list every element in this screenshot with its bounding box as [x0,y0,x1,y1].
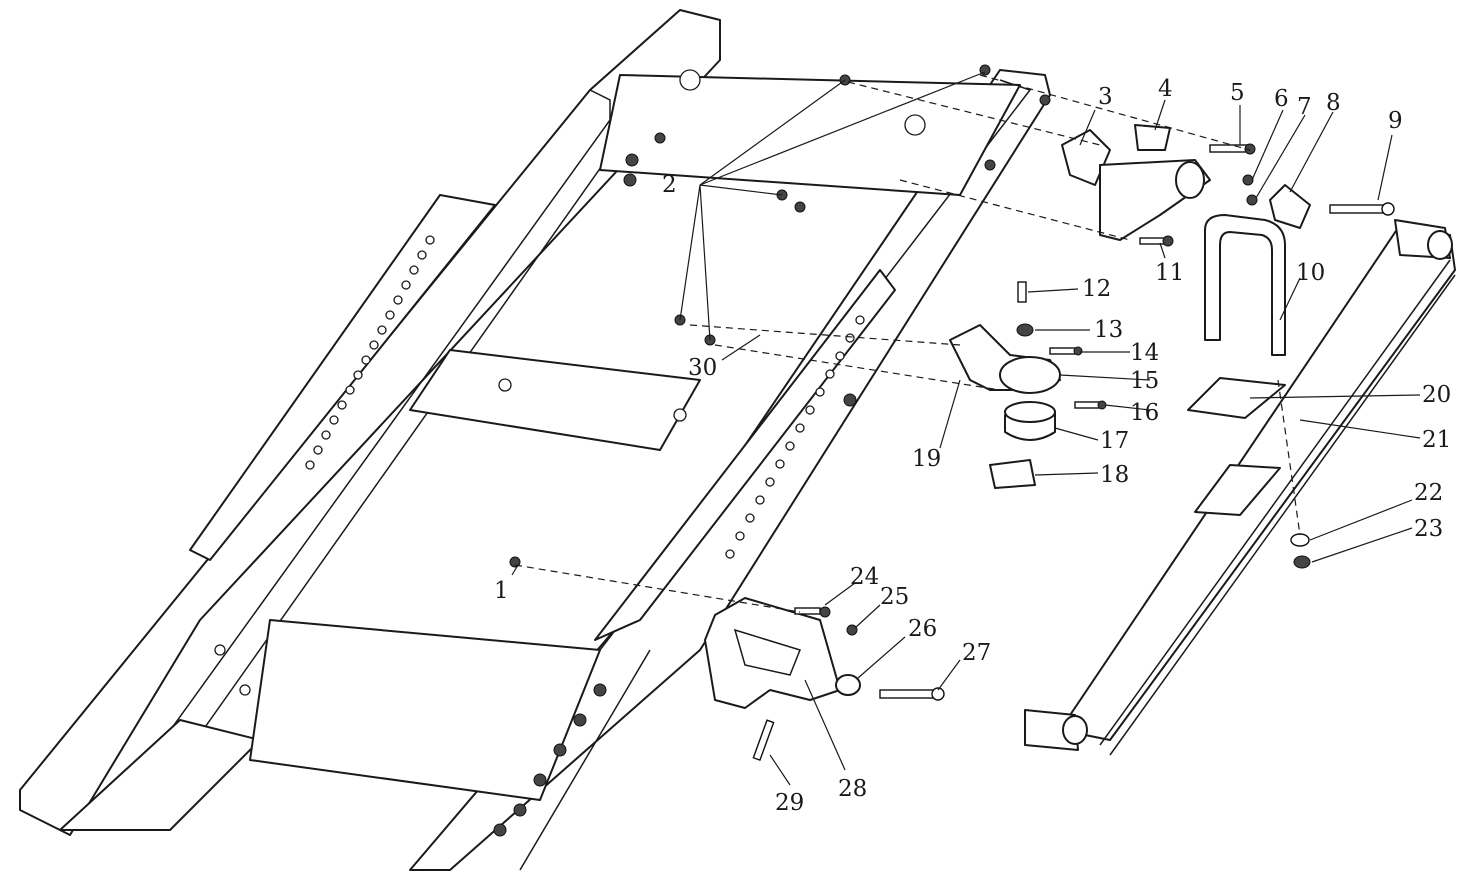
callout-16: 16 [1130,400,1159,426]
u-bolt [1204,214,1286,356]
callout-18: 18 [1100,462,1129,488]
callout-3: 3 [1098,84,1113,110]
bracket-bolts [1139,143,1395,247]
callout-20: 20 [1422,382,1451,408]
front-hanger-bracket [1061,124,1311,241]
spring-nuts [1290,533,1311,569]
right-frame-rail [409,69,1051,871]
callout-6: 6 [1274,86,1289,112]
callout-8: 8 [1326,90,1341,116]
leaf-spring [1024,219,1456,756]
rear-hanger-bracket [704,597,945,762]
callout-15: 15 [1130,368,1159,394]
callout-4: 4 [1158,76,1173,102]
shock-mount-assembly [949,281,1107,489]
callout-19: 19 [912,446,941,472]
callout-14: 14 [1130,340,1159,366]
frame-holes [214,69,926,696]
callout-23: 23 [1414,516,1443,542]
assembly-lines [514,74,1301,613]
spring-pad [1187,377,1286,419]
callout-21: 21 [1422,427,1451,453]
callout-2: 2 [662,172,677,198]
left-frame-rail [19,9,721,836]
callout-9: 9 [1388,108,1403,134]
callout-27: 27 [962,640,991,666]
callout-26: 26 [908,616,937,642]
callout-5: 5 [1230,80,1245,106]
callout-24: 24 [850,564,879,590]
callout-11: 11 [1155,260,1184,286]
cross-members [249,74,1021,801]
callouts: 1 2 3 4 5 6 7 8 9 10 11 12 13 14 15 16 1… [494,76,1451,816]
callout-10: 10 [1296,260,1325,286]
callout-28: 28 [838,776,867,802]
callout-30: 30 [688,355,717,381]
frame-nuts [493,64,1051,837]
callout-17: 17 [1100,428,1129,454]
callout-13: 13 [1094,317,1123,343]
callout-25: 25 [880,584,909,610]
callout-22: 22 [1414,480,1443,506]
callout-29: 29 [775,790,804,816]
callout-12: 12 [1082,276,1111,302]
callout-1: 1 [494,578,509,604]
callout-7: 7 [1297,94,1312,120]
leader-lines [511,71,1421,786]
